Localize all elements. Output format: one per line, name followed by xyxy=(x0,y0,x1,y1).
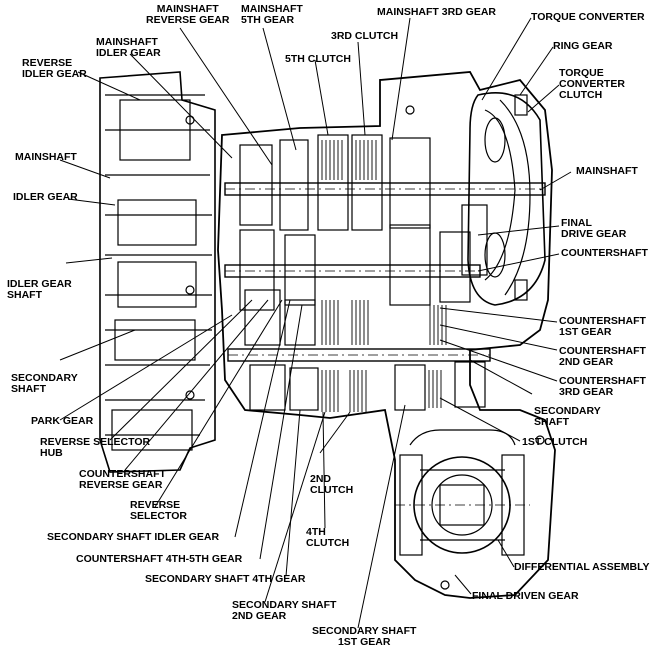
label-reverse-selector-hub: REVERSE SELECTOR HUB xyxy=(40,436,151,459)
label-countershaft-4th-5th-gear: COUNTERSHAFT 4TH-5TH GEAR xyxy=(76,553,243,565)
label-secondary-shaft-left: SECONDARY SHAFT xyxy=(11,372,78,395)
label-3rd-clutch: 3RD CLUTCH xyxy=(331,30,399,42)
label-countershaft: COUNTERSHAFT xyxy=(561,247,648,259)
label-mainshaft-reverse-gear: MAINSHAFT REVERSE GEAR xyxy=(146,3,230,26)
label-secondary-shaft-1st-gear: SECONDARY SHAFT 1ST GEAR xyxy=(312,625,417,648)
label-mainshaft-3rd-gear: MAINSHAFT 3RD GEAR xyxy=(377,6,497,18)
label-final-driven-gear: FINAL DRIVEN GEAR xyxy=(472,590,579,602)
label-2nd-clutch: 2ND CLUTCH xyxy=(310,473,354,496)
label-idler-gear: IDLER GEAR xyxy=(13,191,78,203)
label-final-drive-gear: FINAL DRIVE GEAR xyxy=(561,217,627,240)
label-mainshaft-idler-gear: MAINSHAFT IDLER GEAR xyxy=(96,36,161,59)
label-1st-clutch: 1ST CLUTCH xyxy=(522,436,588,448)
label-4th-clutch: 4TH CLUTCH xyxy=(306,526,350,549)
label-secondary-shaft-4th-gear: SECONDARY SHAFT 4TH GEAR xyxy=(145,573,306,585)
label-countershaft-2nd-gear: COUNTERSHAFT 2ND GEAR xyxy=(559,345,646,368)
label-5th-clutch: 5TH CLUTCH xyxy=(285,53,351,65)
label-countershaft-3rd-gear: COUNTERSHAFT 3RD GEAR xyxy=(559,375,646,398)
label-countershaft-reverse-gear: COUNTERSHAFT REVERSE GEAR xyxy=(79,468,166,491)
label-torque-converter: TORQUE CONVERTER xyxy=(531,11,645,23)
label-mainshaft-right: MAINSHAFT xyxy=(576,165,638,177)
label-park-gear: PARK GEAR xyxy=(31,415,94,427)
label-reverse-idler-gear: REVERSE IDLER GEAR xyxy=(22,57,87,80)
label-mainshaft-5th-gear: MAINSHAFT 5TH GEAR xyxy=(241,3,303,26)
label-countershaft-1st-gear: COUNTERSHAFT 1ST GEAR xyxy=(559,315,646,338)
label-mainshaft-left: MAINSHAFT xyxy=(15,151,77,163)
label-idler-gear-shaft: IDLER GEAR SHAFT xyxy=(7,278,72,301)
label-torque-converter-clutch: TORQUE CONVERTER CLUTCH xyxy=(559,67,625,101)
label-secondary-shaft-idler-gear: SECONDARY SHAFT IDLER GEAR xyxy=(47,531,220,543)
label-ring-gear: RING GEAR xyxy=(553,40,613,52)
label-secondary-shaft-right: SECONDARY SHAFT xyxy=(534,405,601,428)
label-differential-assembly: DIFFERENTIAL ASSEMBLY xyxy=(514,561,650,573)
label-reverse-selector: REVERSE SELECTOR xyxy=(130,499,187,522)
label-secondary-shaft-2nd-gear: SECONDARY SHAFT 2ND GEAR xyxy=(232,599,337,622)
